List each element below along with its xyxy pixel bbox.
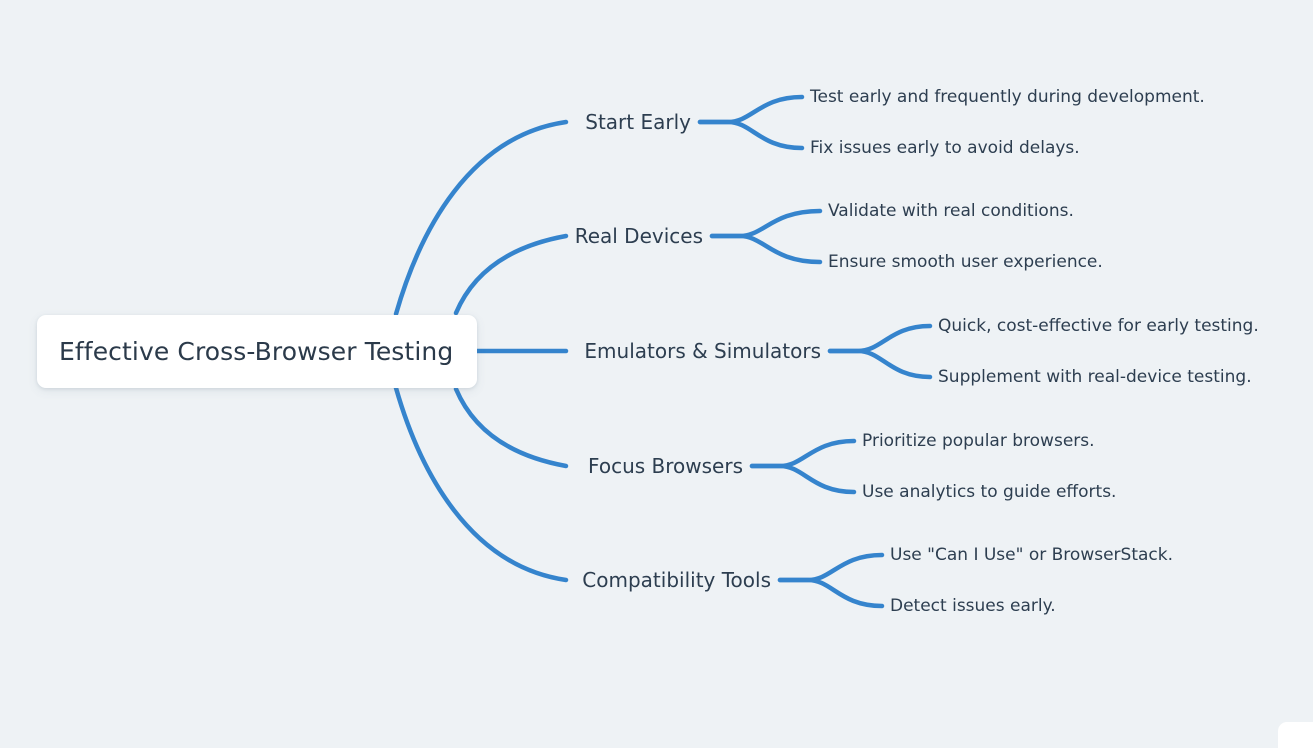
leaf-label-5-2[interactable]: Detect issues early. [890,596,1056,616]
leaf-label-4-1[interactable]: Prioritize popular browsers. [862,431,1095,451]
leaf-label-3-1[interactable]: Quick, cost-effective for early testing. [938,316,1259,336]
edge-root-to-branch-5 [393,385,569,583]
leaf-label-1-1[interactable]: Test early and frequently during develop… [810,87,1205,107]
branch-label-focus-browsers[interactable]: Focus Browsers [588,454,743,478]
leaf-label-5-1[interactable]: Use "Can I Use" or BrowserStack. [890,545,1173,565]
branch-label-emulators-simulators[interactable]: Emulators & Simulators [584,339,821,363]
edge-root-to-branch-1 [393,119,569,317]
edge-branch-2-to-leaf-2 [709,233,823,265]
edge-branch-5-to-leaf-2 [777,577,885,609]
corner-panel [1278,722,1313,748]
branch-label-compatibility-tools[interactable]: Compatibility Tools [582,568,771,592]
edge-branch-1-to-leaf-1 [697,94,805,125]
leaf-label-2-1[interactable]: Validate with real conditions. [828,201,1074,221]
branch-label-start-early[interactable]: Start Early [585,110,691,134]
leaf-label-3-2[interactable]: Supplement with real-device testing. [938,367,1252,387]
edge-branch-3-to-leaf-2 [827,348,933,380]
branch-label-real-devices[interactable]: Real Devices [574,224,703,248]
edge-branch-1-to-leaf-2 [697,119,805,151]
edge-branch-4-to-leaf-2 [749,463,857,495]
root-node-label: Effective Cross-Browser Testing [59,337,454,366]
edge-branch-2-to-leaf-1 [709,208,823,239]
leaf-label-1-2[interactable]: Fix issues early to avoid delays. [810,138,1080,158]
edge-branch-5-to-leaf-1 [777,552,885,583]
edge-branch-3-to-leaf-1 [827,323,933,354]
leaf-label-2-2[interactable]: Ensure smooth user experience. [828,252,1103,272]
leaf-label-4-2[interactable]: Use analytics to guide efforts. [862,482,1117,502]
edge-branch-4-to-leaf-1 [749,438,857,469]
root-node[interactable]: Effective Cross-Browser Testing [37,315,477,388]
